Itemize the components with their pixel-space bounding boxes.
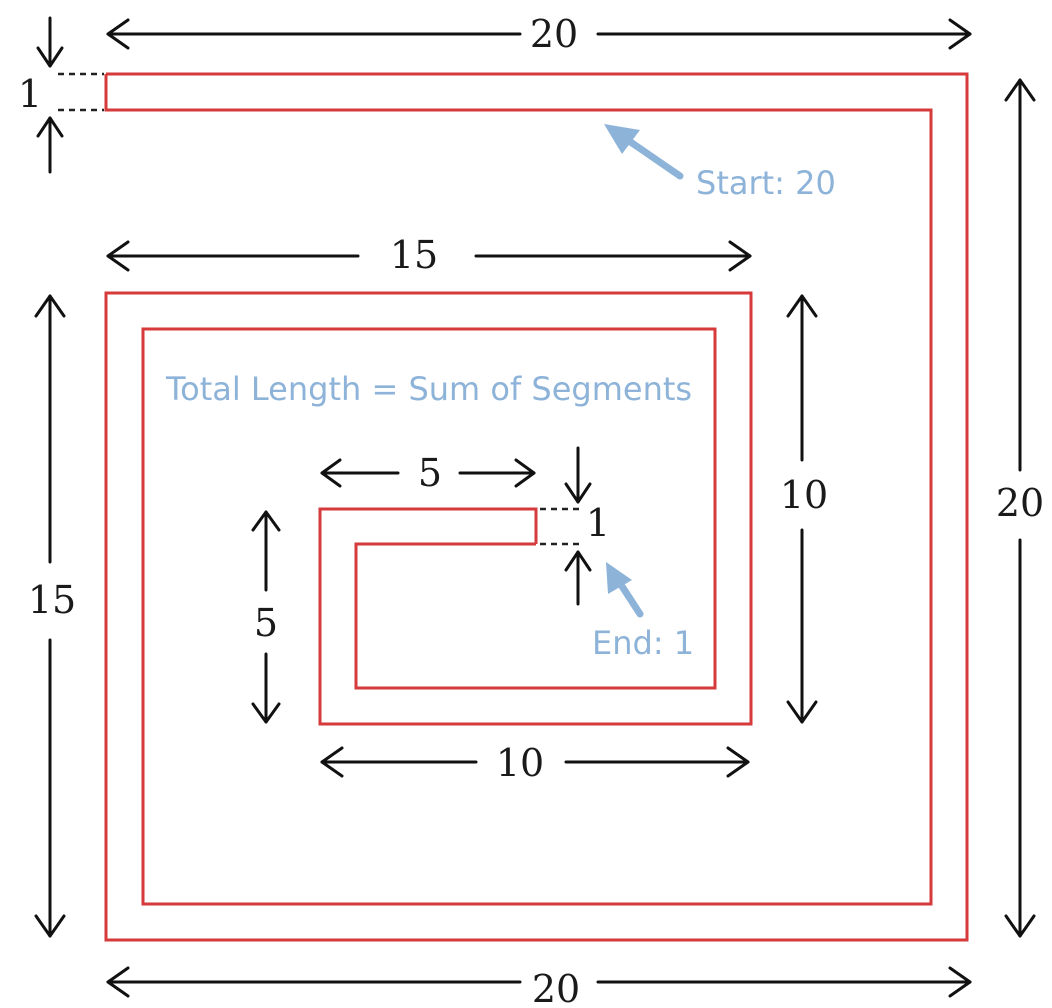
dim-left-arrow <box>34 294 66 938</box>
spiral-outer-edge <box>104 72 969 942</box>
dim-innermost-top-arrow <box>320 458 536 488</box>
dim-left-label: 15 <box>28 578 76 622</box>
dim-end-gap-arrows <box>540 446 592 606</box>
dim-end-gap-label: 1 <box>586 501 610 545</box>
end-pointer-arrow <box>606 562 644 618</box>
dim-bottom-label: 20 <box>532 967 580 1008</box>
spiral-inner-edge <box>104 74 933 906</box>
dim-inner-bottom-label: 10 <box>496 741 544 785</box>
dim-top-arrow <box>106 18 972 50</box>
dim-top-gap-arrows <box>36 16 104 174</box>
dim-right-arrow <box>1004 78 1036 938</box>
total-length-annotation: Total Length = Sum of Segments <box>165 370 692 408</box>
dim-top-label: 20 <box>530 12 578 56</box>
dim-top-gap-label: 1 <box>18 72 42 116</box>
dim-innermost-left-arrow <box>251 510 281 724</box>
dim-right-label: 20 <box>996 481 1044 525</box>
dim-bottom-arrow <box>106 966 972 998</box>
dim-inner-right-arrow <box>786 294 818 724</box>
dim-second-top-label: 15 <box>390 233 438 277</box>
end-annotation: End: 1 <box>592 624 694 662</box>
start-pointer-arrow <box>604 124 684 180</box>
start-annotation: Start: 20 <box>696 164 836 202</box>
dim-second-top-arrow <box>106 240 752 272</box>
dim-innermost-top-label: 5 <box>418 451 442 495</box>
dim-innermost-left-label: 5 <box>254 601 278 645</box>
dim-inner-bottom-arrow <box>320 746 750 778</box>
dim-inner-right-label: 10 <box>780 473 828 517</box>
